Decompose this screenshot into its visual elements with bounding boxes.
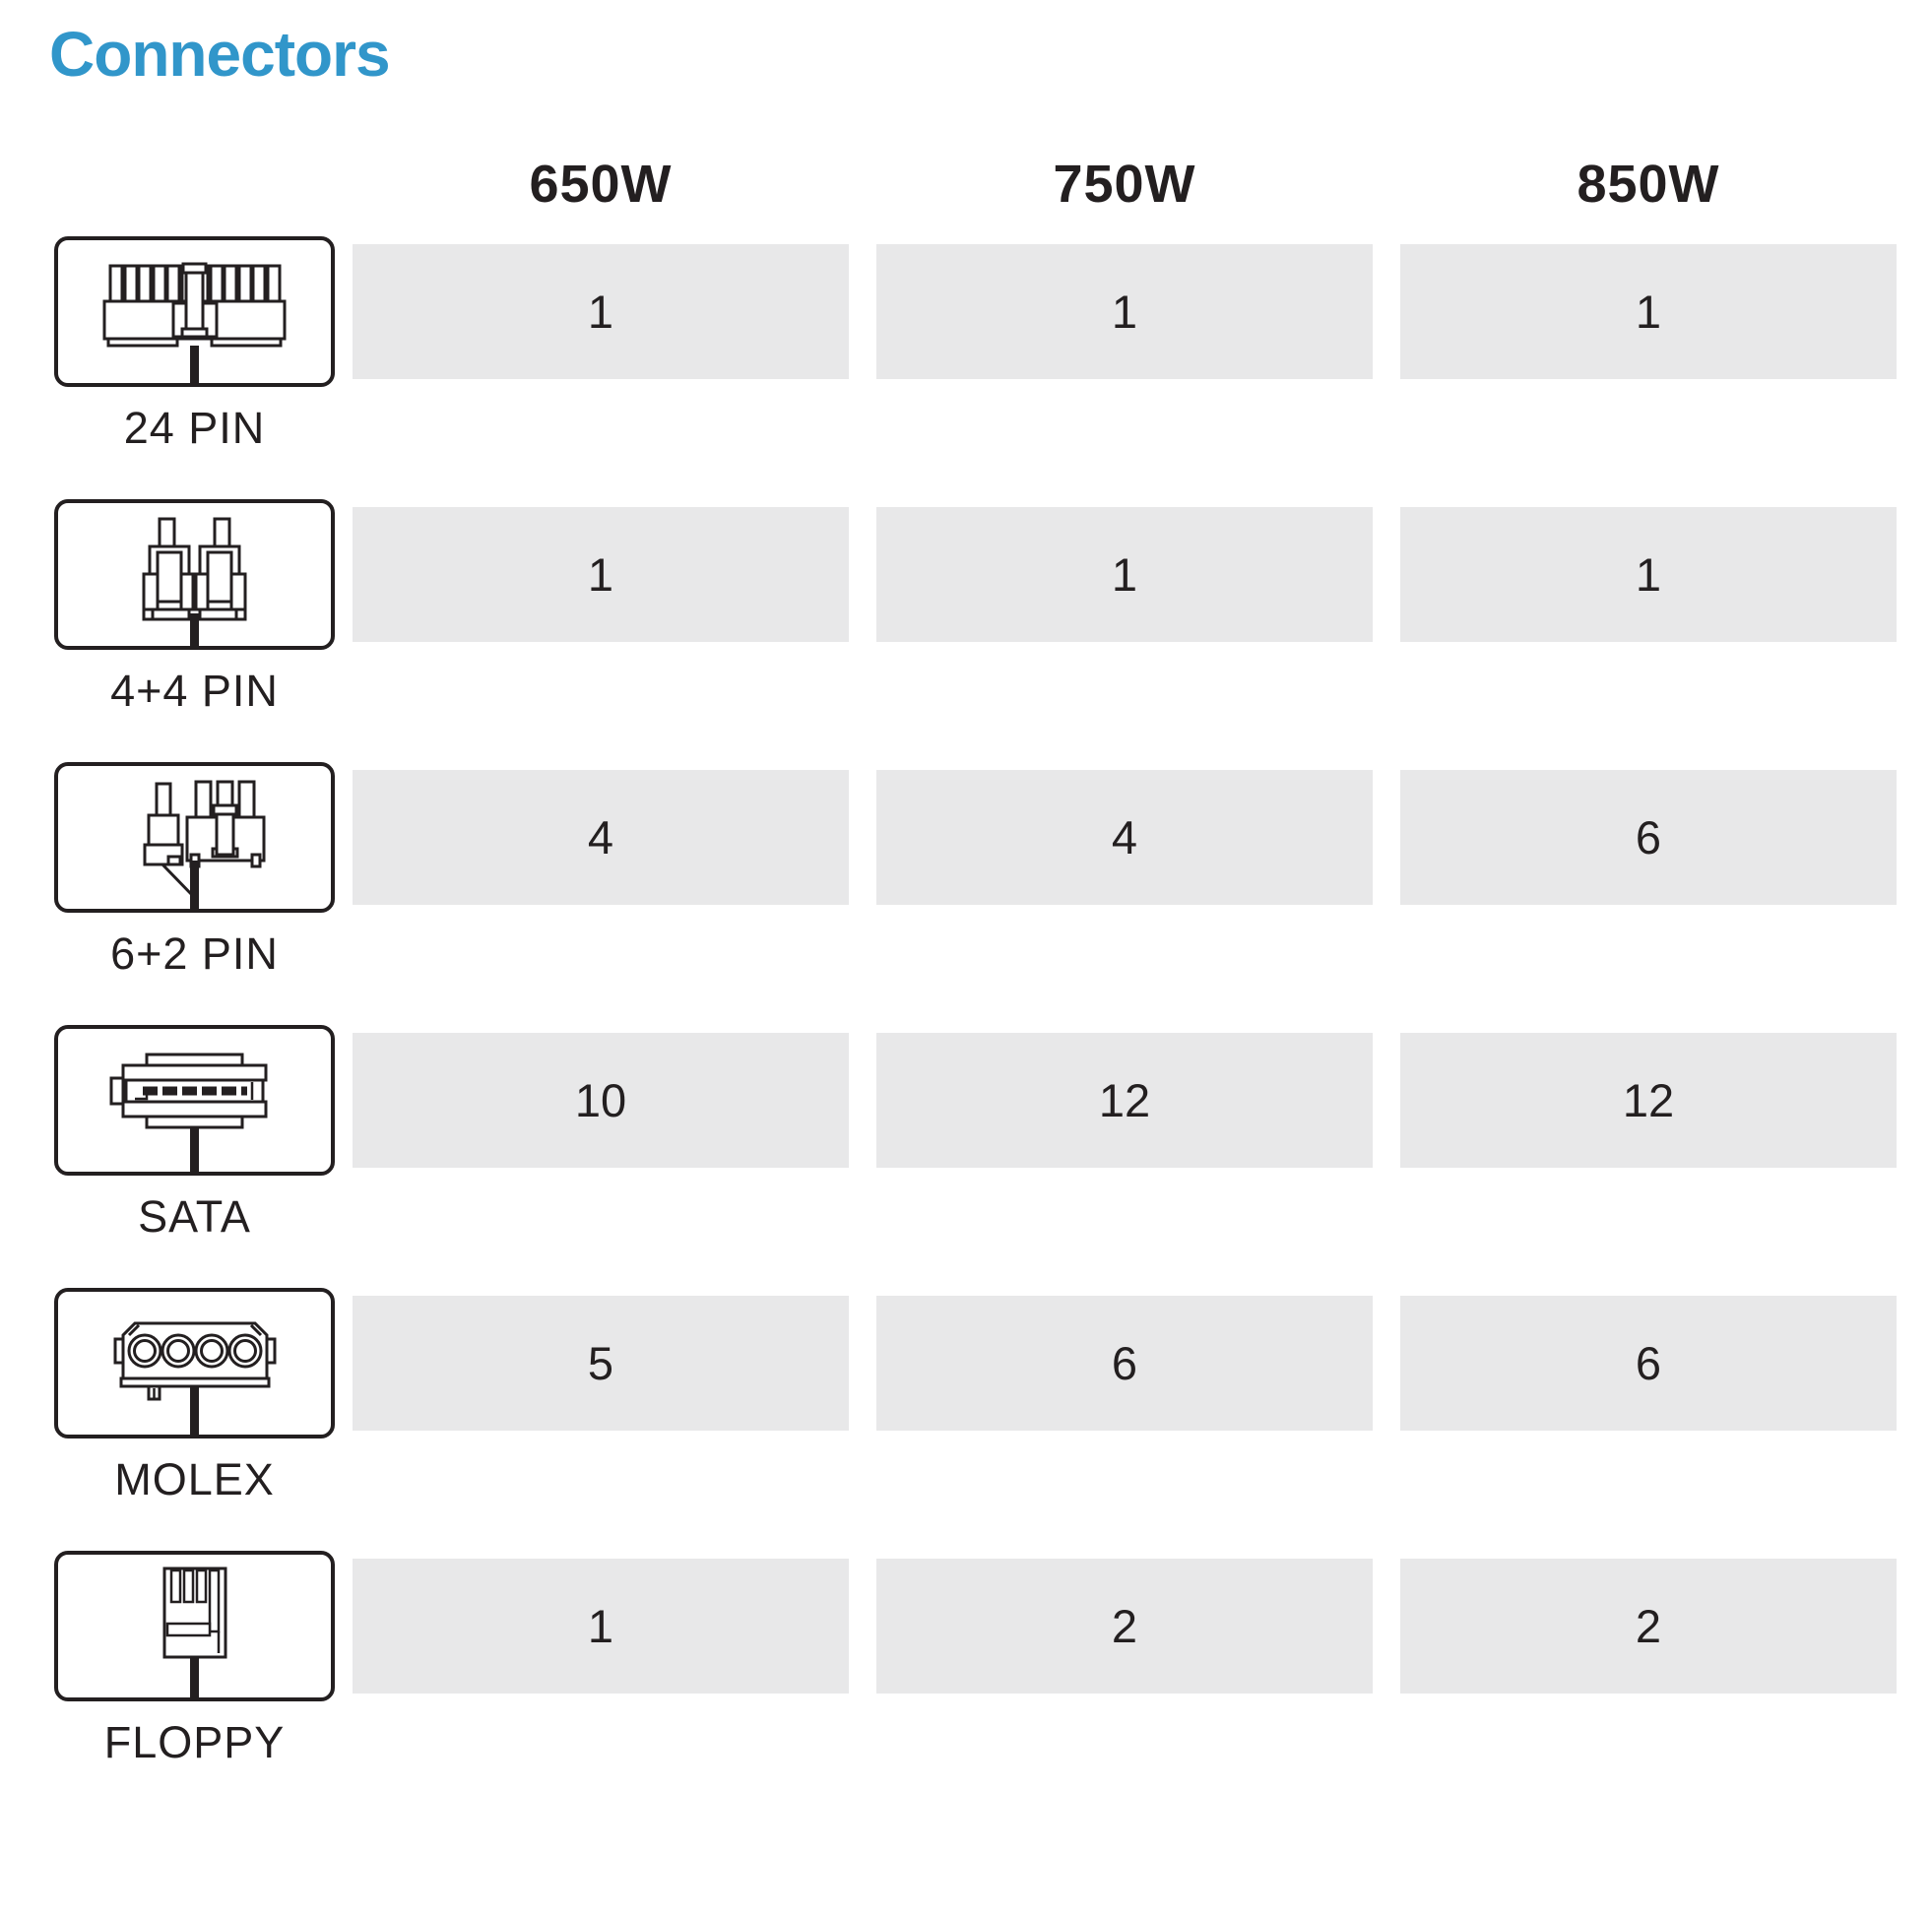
value-cell: 2 xyxy=(876,1559,1373,1694)
sata-connector-drawing xyxy=(109,1053,268,1172)
connector-label: FLOPPY xyxy=(103,1717,286,1767)
value-cell: 2 xyxy=(1400,1559,1897,1694)
value-cell: 1 xyxy=(1400,507,1897,642)
value-cell: 10 xyxy=(353,1033,849,1168)
value-cell: 1 xyxy=(1400,244,1897,379)
connector-label: SATA xyxy=(138,1191,251,1242)
value-cell: 6 xyxy=(1400,770,1897,905)
column-header-850w: 850W xyxy=(1577,155,1720,214)
4plus4-pin-connector-drawing xyxy=(142,517,247,646)
4plus4-pin-icon xyxy=(54,499,335,650)
connector-label: 24 PIN xyxy=(123,403,266,453)
value-cell: 6 xyxy=(1400,1296,1897,1431)
value-cell: 1 xyxy=(353,507,849,642)
value-cell: 1 xyxy=(353,244,849,379)
6plus2-pin-connector-drawing xyxy=(143,780,266,909)
floppy-icon xyxy=(54,1551,335,1701)
column-header-650w: 650W xyxy=(529,155,673,214)
page-title: Connectors xyxy=(49,19,391,90)
value-cell: 4 xyxy=(876,770,1373,905)
value-cell: 6 xyxy=(876,1296,1373,1431)
6plus2-pin-icon xyxy=(54,762,335,913)
value-cell: 4 xyxy=(353,770,849,905)
value-cell: 5 xyxy=(353,1296,849,1431)
value-cell: 12 xyxy=(1400,1033,1897,1168)
connector-label: 4+4 PIN xyxy=(110,666,279,716)
column-header-750w: 750W xyxy=(1053,155,1196,214)
connector-label: MOLEX xyxy=(114,1454,275,1504)
value-cell: 1 xyxy=(876,507,1373,642)
24-pin-connector-drawing xyxy=(102,262,287,383)
sata-icon xyxy=(54,1025,335,1176)
value-cell: 1 xyxy=(876,244,1373,379)
molex-connector-drawing xyxy=(113,1321,277,1435)
connector-label: 6+2 PIN xyxy=(110,928,279,979)
floppy-connector-drawing xyxy=(162,1566,227,1697)
value-cell: 12 xyxy=(876,1033,1373,1168)
value-cell: 1 xyxy=(353,1559,849,1694)
24-pin-icon xyxy=(54,236,335,387)
molex-icon xyxy=(54,1288,335,1438)
